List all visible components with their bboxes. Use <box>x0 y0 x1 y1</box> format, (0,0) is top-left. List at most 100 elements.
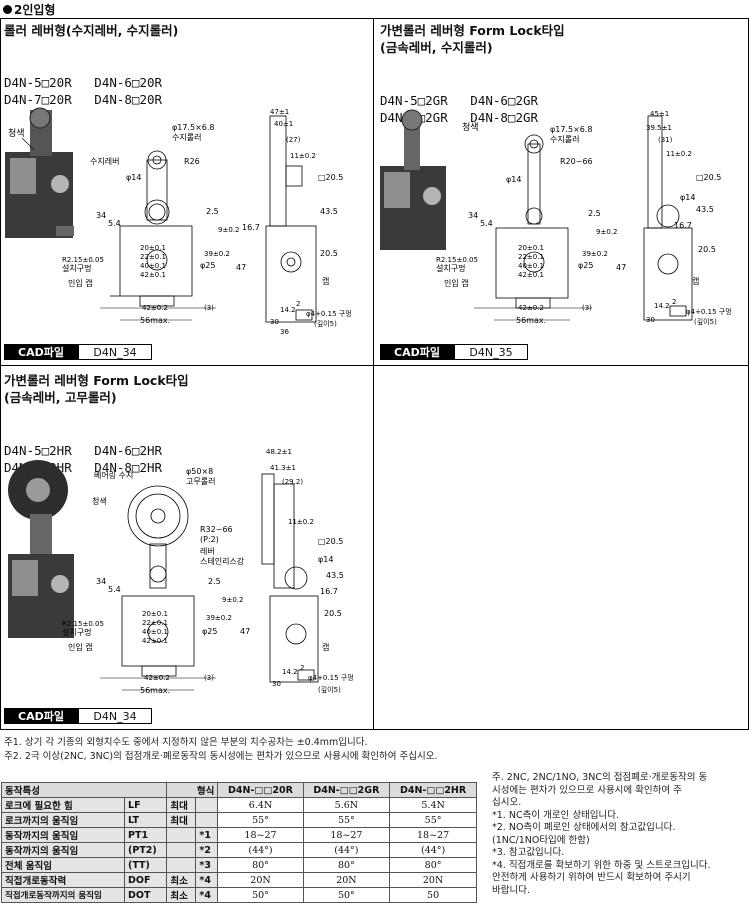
radius-label: R32~66 <box>200 525 233 534</box>
panel1-cad: CAD파일 D4N_34 <box>4 344 152 360</box>
panel2-drawing: 청색 φ17.5×6.8 수지롤러 R20~66 φ14 2.5 9±0.2 2… <box>380 109 732 326</box>
hole-radius: R2.15±0.05 <box>436 256 478 264</box>
dim-20: 20±0.1 <box>140 244 166 252</box>
cad-label: CAD파일 <box>4 708 78 724</box>
dim-34: 34 <box>96 211 106 220</box>
cad-value: D4N_34 <box>78 708 152 724</box>
cap-label: 인입 캡 <box>68 278 93 288</box>
panel2-product-photo <box>380 109 446 250</box>
color-label: 청색 <box>462 122 479 133</box>
phi4-hole: φ4+0.15 구멍 <box>686 307 732 316</box>
panel2-side-view <box>643 115 693 321</box>
dim-9: 9±0.2 <box>222 596 243 604</box>
dim-14-2: 14.2 <box>282 668 298 676</box>
dim-2: 2 <box>672 298 676 306</box>
roller-size: φ17.5×6.8 <box>172 123 215 132</box>
cad-label: CAD파일 <box>380 344 454 360</box>
phi25-label: φ25 <box>202 627 217 636</box>
dim-42: 42±0.1 <box>142 637 168 645</box>
lever-material: 수지레버 <box>90 156 119 166</box>
color-label: 청색 <box>92 496 107 506</box>
dim-5-4: 5.4 <box>108 219 121 228</box>
dim-16-7: 16.7 <box>674 221 692 230</box>
phi14-label: φ14 <box>318 555 333 564</box>
dim-42b: 42±0.2 <box>518 304 544 312</box>
dim-11: 11±0.2 <box>290 152 316 160</box>
dim-9: 9±0.2 <box>596 228 617 236</box>
cap-label: 인입 캡 <box>444 278 469 288</box>
roller-material: 수지롤러 <box>550 135 579 144</box>
dim-20-5: 20.5 <box>320 249 338 258</box>
hole-label: 설치구멍 <box>62 263 91 273</box>
phi25-label: φ25 <box>578 261 593 270</box>
dim-39: 39±0.2 <box>582 250 608 258</box>
dim-20-5: 20.5 <box>698 245 716 254</box>
phi14-label: φ14 <box>506 175 521 184</box>
panel1-front-view <box>110 150 193 307</box>
dim-16-7: 16.7 <box>242 223 260 232</box>
dim-2-5: 2.5 <box>588 209 601 218</box>
dim-14-2: 14.2 <box>654 302 670 310</box>
header-characteristic: 동작특성 <box>0 782 168 798</box>
table-row: 전체 움직임(TT) *3 80°80°80° <box>0 857 477 873</box>
cap2-label: 캡 <box>692 276 699 286</box>
dim-22: 22±0.1 <box>142 619 168 627</box>
max-width: 56max. <box>140 686 170 695</box>
dim-20: 20±0.1 <box>142 610 168 618</box>
color-label: 청색 <box>8 128 25 139</box>
dim-47: 47 <box>236 263 246 272</box>
header-type: 형식 <box>166 782 219 798</box>
top-41-3: 41.3±1 <box>270 464 296 472</box>
note-1: 주1. 상기 각 기종의 외형치수도 중에서 지정하지 않은 부분의 치수공차는… <box>4 737 368 748</box>
panel-divider-vertical <box>373 18 374 730</box>
radius-label: R26 <box>184 157 200 166</box>
cad-label: CAD파일 <box>4 344 78 360</box>
top-29-2: (29.2) <box>282 478 303 486</box>
radius-label: R20~66 <box>560 157 593 166</box>
dim-5-4: 5.4 <box>108 585 121 594</box>
max-width: 56max. <box>516 316 546 325</box>
dim-36: 36 <box>280 328 289 336</box>
steel-label: 스테인리스강 <box>200 556 245 566</box>
panel1-drawing: 청색 φ17.5×6.8 수지롤러 수지레버 R26 φ14 2.5 9±0.2… <box>5 107 352 336</box>
dim-43-5: 43.5 <box>320 207 338 216</box>
top-39-5: 39.5±1 <box>646 124 672 132</box>
dim-30: 30 <box>270 318 279 326</box>
table-notes: 주. 2NC, 2NC/1NO, 3NC의 접점폐로·개로동작의 동 시성에는 … <box>492 772 711 896</box>
dim-47: 47 <box>616 263 626 272</box>
dim-2-5: 2.5 <box>208 577 221 586</box>
dim-20-5: 20.5 <box>324 609 342 618</box>
dim-43-5: 43.5 <box>696 205 714 214</box>
header-col-2hr: D4N-□□2HR <box>389 782 477 798</box>
panel3-cad: CAD파일 D4N_34 <box>4 708 152 724</box>
roller-size: φ17.5×6.8 <box>550 125 593 134</box>
depth-label: (깊이5) <box>314 319 337 328</box>
phi14-label: φ14 <box>126 173 141 182</box>
dim-22: 22±0.1 <box>518 253 544 261</box>
lever-label: 레버 <box>200 546 215 556</box>
dim-sq-20-5: □20.5 <box>318 537 343 546</box>
dim-34: 34 <box>468 211 478 220</box>
dim-9: 9±0.2 <box>218 226 239 234</box>
dim-42: 42±0.1 <box>518 271 544 279</box>
dim-22: 22±0.1 <box>140 253 166 261</box>
depth-label: (깊이5) <box>318 685 341 694</box>
dim-34: 34 <box>96 577 106 586</box>
hole-label: 설치구멍 <box>62 627 91 637</box>
dim-5-4: 5.4 <box>480 219 493 228</box>
top-45: 45±1 <box>650 110 669 118</box>
hole-radius: R2.15±0.05 <box>62 256 104 264</box>
dim-sq-20-5: □20.5 <box>696 173 721 182</box>
dim-14-2: 14.2 <box>280 306 296 314</box>
cad-value: D4N_34 <box>78 344 152 360</box>
dim-30: 30 <box>272 680 281 688</box>
dim-11: 11±0.2 <box>666 150 692 158</box>
cap2-label: 캡 <box>322 642 329 652</box>
dim-42b: 42±0.2 <box>144 674 170 682</box>
dim-11: 11±0.2 <box>288 518 314 526</box>
panel3-product-photo <box>8 460 74 638</box>
